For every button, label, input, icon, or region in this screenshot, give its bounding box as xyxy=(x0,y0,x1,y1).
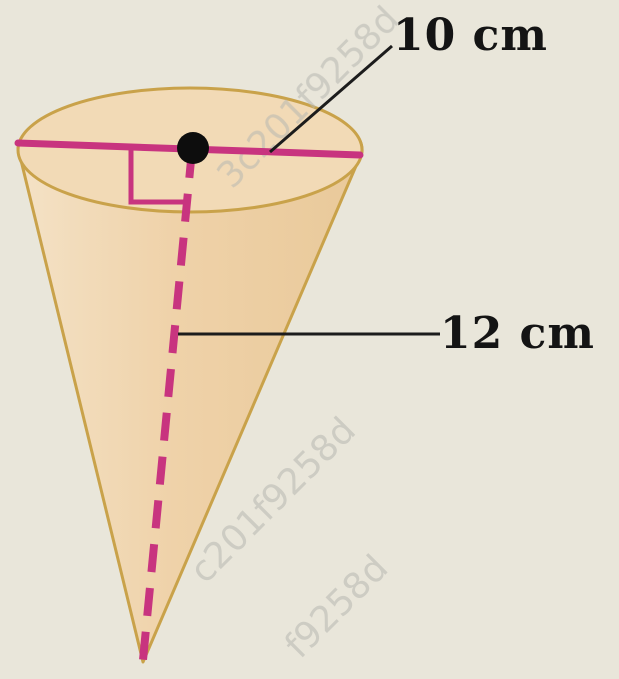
diameter-leader-line xyxy=(269,44,393,154)
diameter-label: 10 cm xyxy=(393,10,548,61)
right-angle-marker xyxy=(128,146,188,205)
center-point xyxy=(177,132,209,164)
height-label: 12 cm xyxy=(440,308,595,359)
watermark-text-3: f9258d xyxy=(277,547,396,666)
